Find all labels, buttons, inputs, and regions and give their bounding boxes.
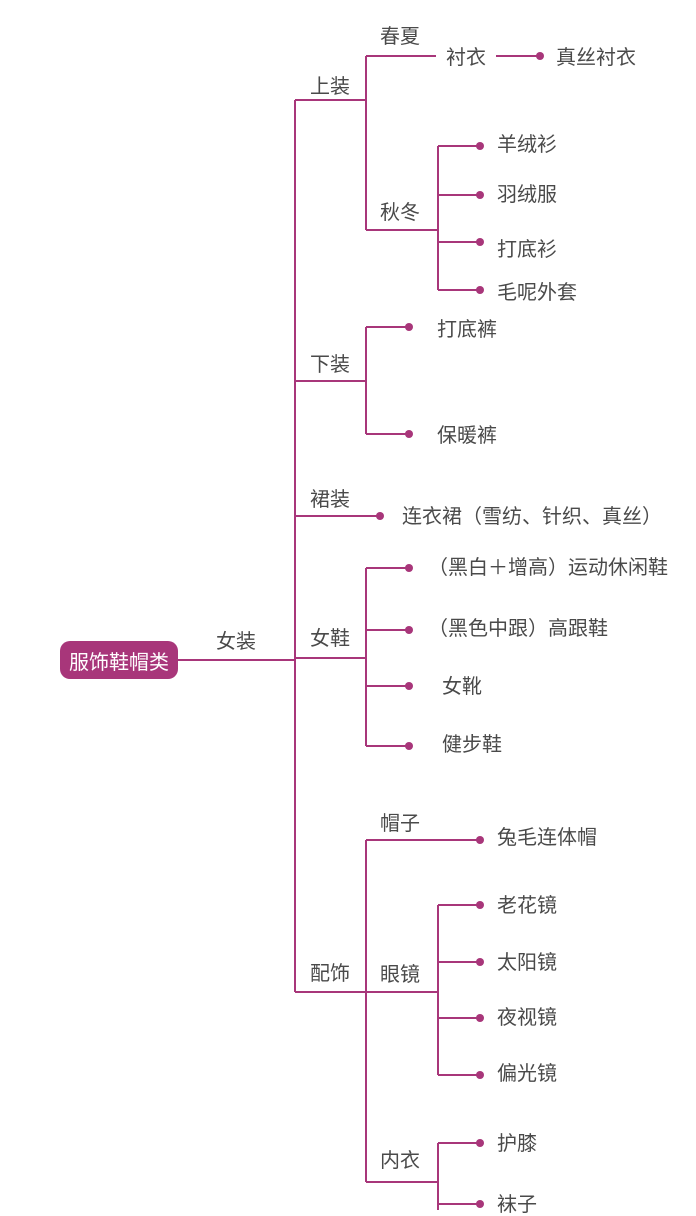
leaf-polarized-glasses[interactable]: 偏光镜	[497, 1061, 557, 1085]
node-dot	[476, 286, 484, 294]
node-dot	[405, 682, 413, 690]
node-dot	[476, 142, 484, 150]
leaf-walking-shoes[interactable]: 健步鞋	[442, 732, 502, 756]
root-node[interactable]: 服饰鞋帽类	[60, 641, 178, 679]
leaf-reading-glasses[interactable]: 老花镜	[497, 893, 557, 917]
leaf-dress[interactable]: 连衣裙（雪纺、针织、真丝）	[402, 504, 662, 528]
tops-silk-shirt[interactable]: 真丝衬衣	[556, 45, 636, 69]
leaf-high-heels[interactable]: （黑色中跟）高跟鞋	[428, 616, 608, 640]
node-dot	[476, 191, 484, 199]
leaf-boots[interactable]: 女靴	[442, 674, 482, 698]
node-dot	[405, 742, 413, 750]
node-dot	[476, 901, 484, 909]
category-bottoms[interactable]: 下装	[310, 352, 350, 376]
node-dot	[405, 323, 413, 331]
leaf-leggings[interactable]: 打底裤	[437, 317, 497, 341]
leaf-down-jacket[interactable]: 羽绒服	[497, 182, 557, 206]
category-shoes[interactable]: 女鞋	[310, 626, 350, 650]
acc-underwear[interactable]: 内衣	[380, 1148, 420, 1172]
tops-shirt[interactable]: 衬衣	[446, 45, 486, 69]
leaf-base-shirt[interactable]: 打底衫	[497, 237, 557, 261]
leaf-thermal-pants[interactable]: 保暖裤	[437, 423, 497, 447]
acc-hats[interactable]: 帽子	[380, 811, 420, 835]
node-dot	[376, 512, 384, 520]
node-dot	[476, 836, 484, 844]
leaf-sunglasses[interactable]: 太阳镜	[497, 950, 557, 974]
category-tops[interactable]: 上装	[310, 74, 350, 98]
node-dot	[476, 1014, 484, 1022]
node-dot	[536, 52, 544, 60]
node-dot	[476, 1139, 484, 1147]
tops-spring-summer[interactable]: 春夏	[380, 24, 420, 48]
leaf-rabbit-fur-hat[interactable]: 兔毛连体帽	[497, 825, 597, 849]
node-dot	[476, 238, 484, 246]
node-dot	[476, 1071, 484, 1079]
node-dot	[405, 564, 413, 572]
leaf-night-vision-glasses[interactable]: 夜视镜	[497, 1005, 557, 1029]
leaf-cashmere-sweater[interactable]: 羊绒衫	[497, 132, 557, 156]
leaf-wool-coat[interactable]: 毛呢外套	[497, 280, 577, 304]
node-dot	[405, 626, 413, 634]
node-dot	[476, 1200, 484, 1208]
acc-glasses[interactable]: 眼镜	[380, 962, 420, 986]
category-skirts[interactable]: 裙装	[310, 487, 350, 511]
l1-womens-wear[interactable]: 女装	[216, 629, 256, 653]
leaf-socks[interactable]: 袜子	[497, 1192, 537, 1216]
category-accessories[interactable]: 配饰	[310, 961, 350, 985]
leaf-casual-sneakers[interactable]: （黑白＋增高）运动休闲鞋	[428, 555, 668, 579]
node-dot	[405, 430, 413, 438]
leaf-knee-pads[interactable]: 护膝	[497, 1131, 537, 1155]
tops-autumn-winter[interactable]: 秋冬	[380, 200, 420, 224]
node-dot	[476, 958, 484, 966]
